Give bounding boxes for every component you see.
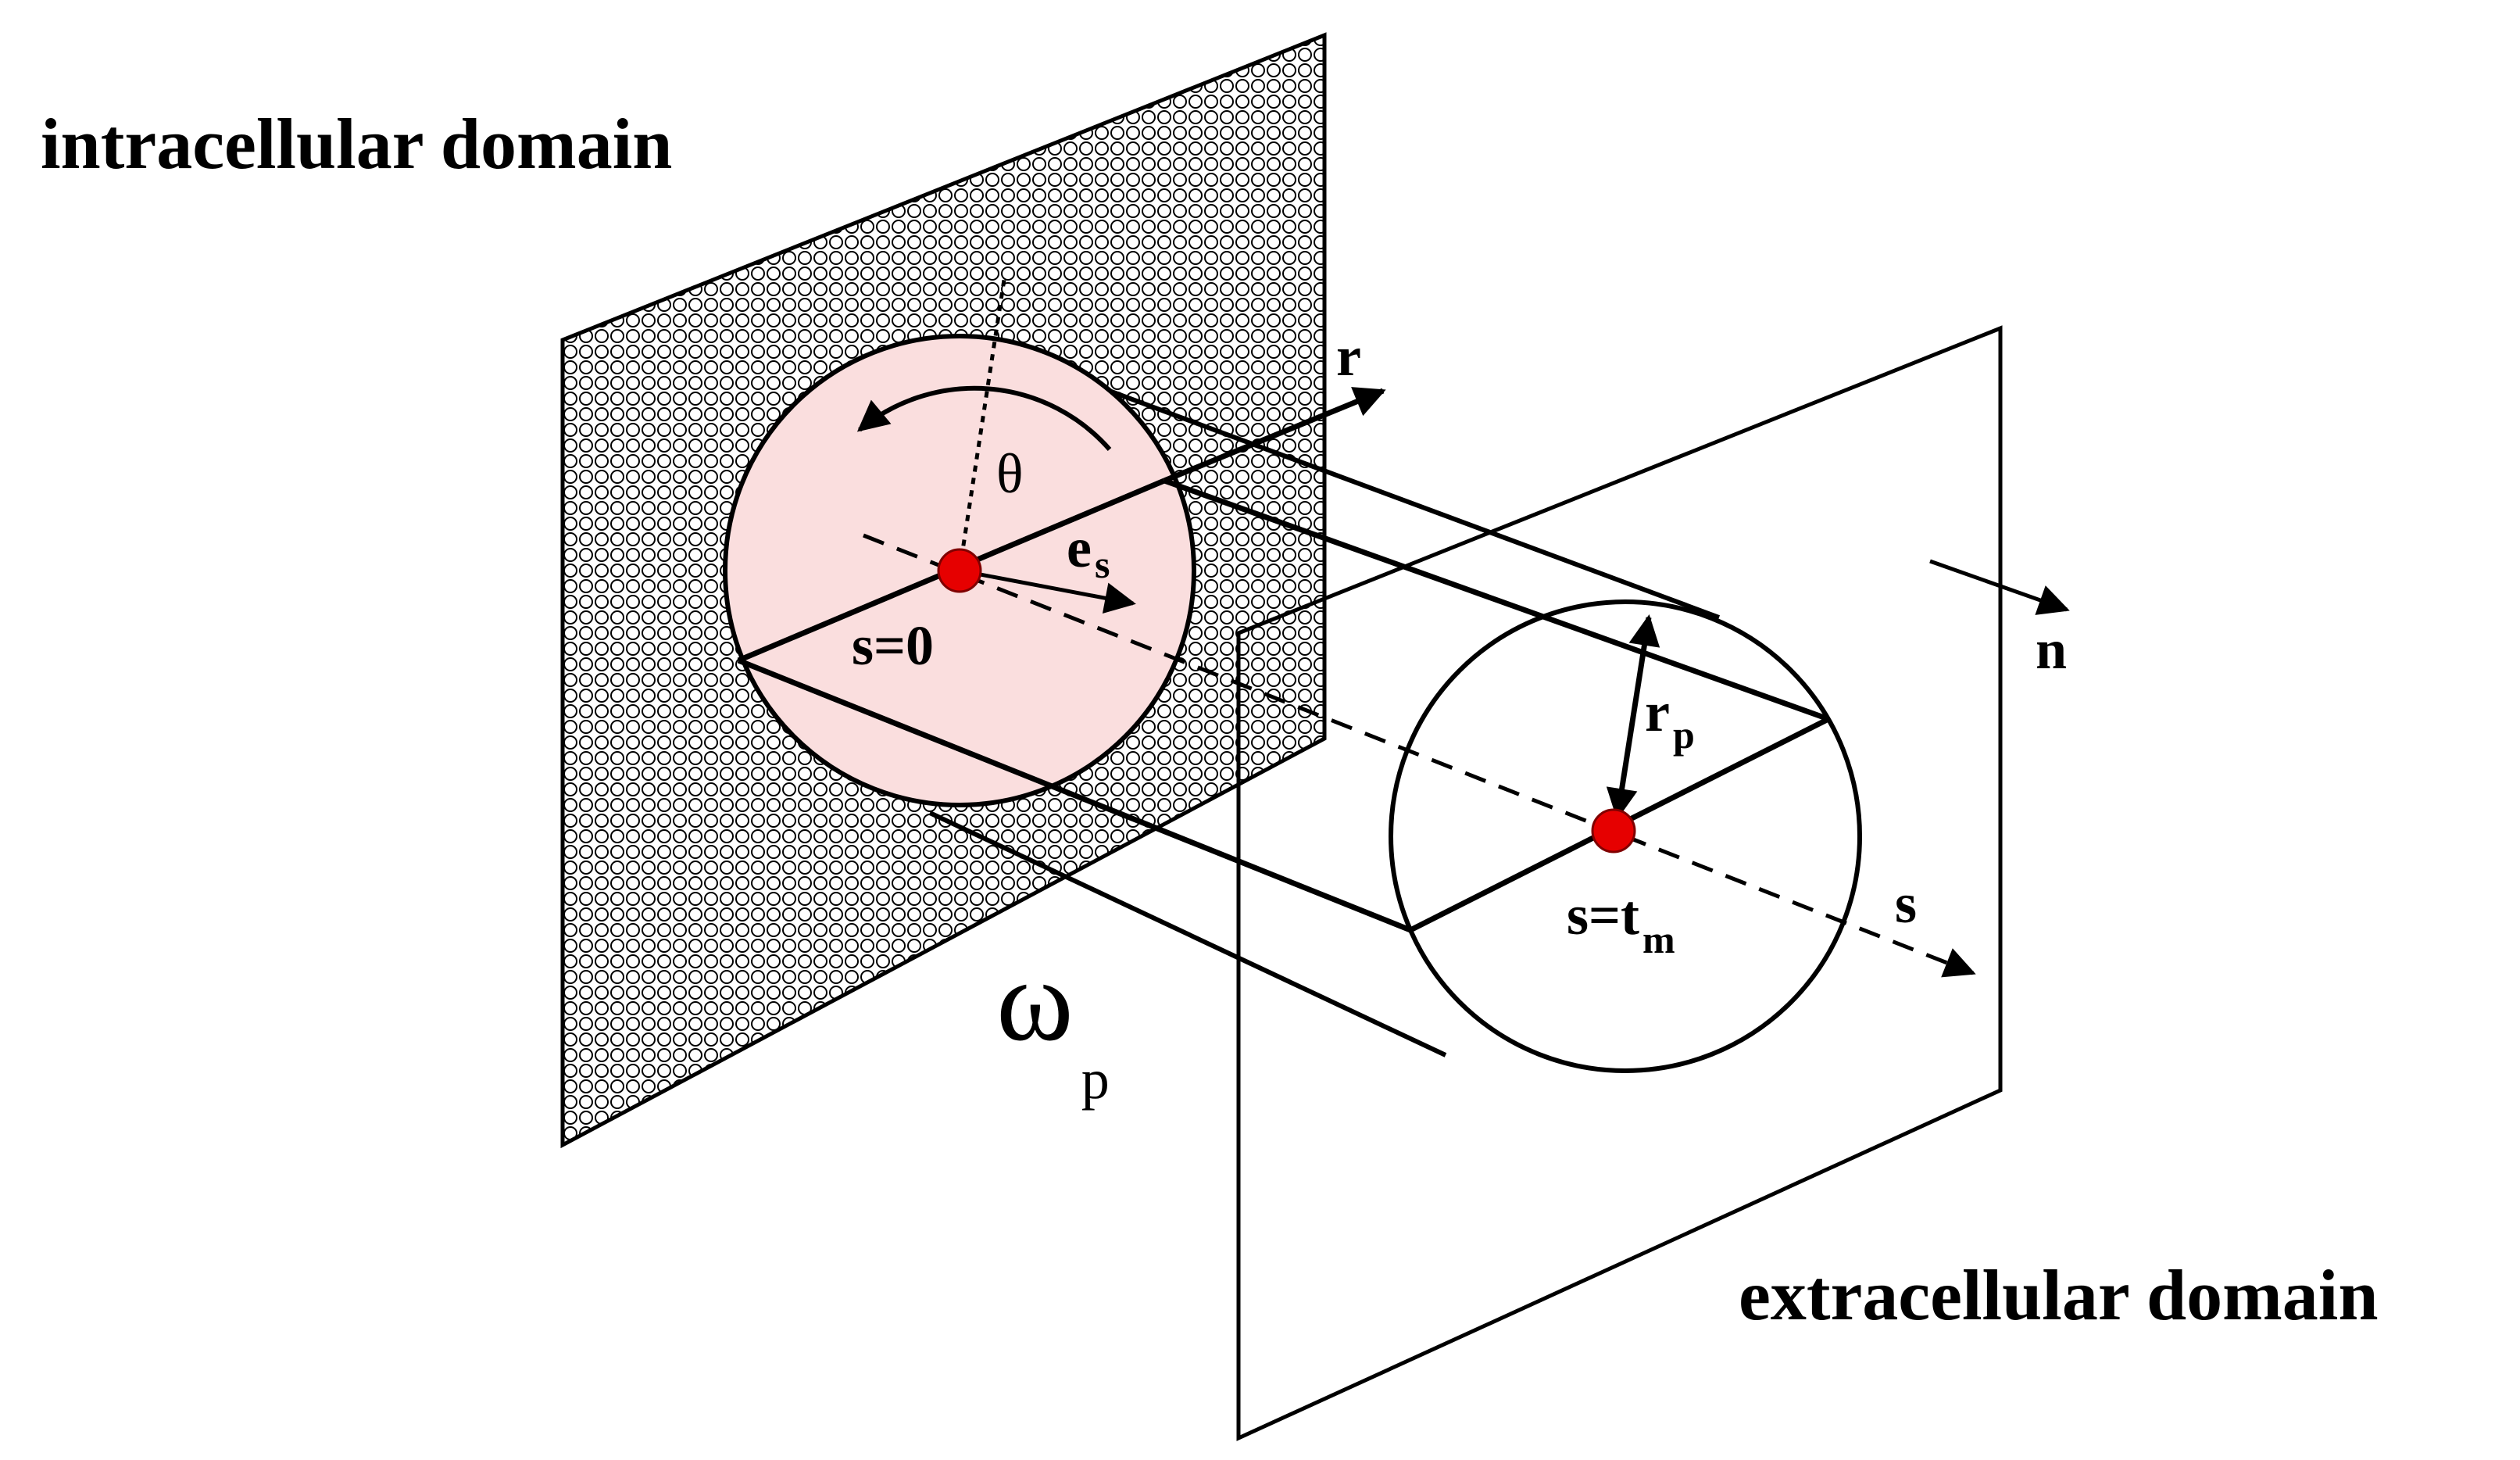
r-axis-arrow — [1163, 387, 1386, 484]
es-unit-vector — [959, 568, 1136, 614]
label-omega-p: ωp — [996, 936, 1110, 1111]
pore-cylinder-bottom-edge — [928, 811, 1447, 1057]
center-point-s0 — [937, 548, 982, 593]
label-rp-radius: rp — [1645, 681, 1695, 757]
section-line-top — [1163, 478, 1830, 722]
label-s-tm: s=tm — [1567, 884, 1675, 961]
label-s-axis: s — [1895, 872, 1917, 935]
label-es-vector: es — [1067, 517, 1110, 586]
rp-radius-arrow — [1606, 614, 1660, 820]
center-point-stm — [1591, 808, 1636, 853]
label-n-normal: n — [2036, 618, 2067, 681]
label-theta: θ — [996, 442, 1024, 505]
label-intracellular-domain: intracellular domain — [41, 104, 672, 184]
label-s-zero: s=0 — [852, 614, 934, 677]
theta-rotation-arc — [856, 385, 1112, 451]
pore-cylinder-top-edge — [1003, 349, 1721, 620]
extracellular-membrane-plane — [1236, 325, 2003, 1441]
n-normal-arrow — [1929, 559, 2070, 615]
s-axis-dashed-near — [863, 533, 1626, 839]
label-extracellular-domain: extracellular domain — [1739, 1255, 2379, 1335]
section-line-bottom — [737, 657, 1412, 933]
s-axis-dashed-far — [1625, 834, 1976, 978]
label-r-axis: r — [1336, 325, 1361, 388]
